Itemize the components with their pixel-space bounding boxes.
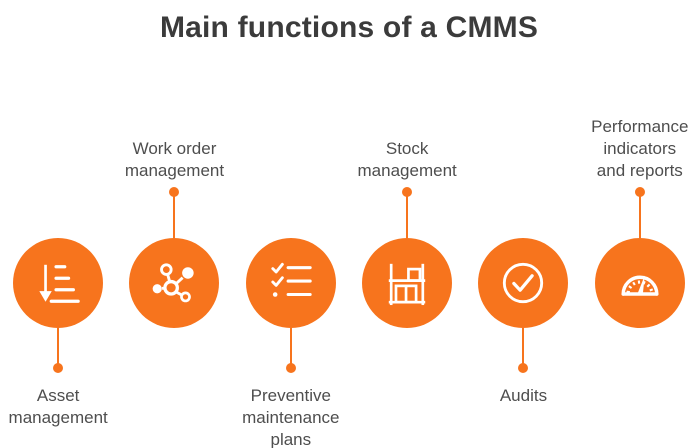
item-stock-management: Stock management xyxy=(349,108,465,448)
asset-management-circle xyxy=(13,238,104,328)
warehouse-shelf-icon xyxy=(388,263,426,306)
connector-line xyxy=(289,328,292,368)
item-asset-management: Asset management xyxy=(0,108,116,448)
connector-line xyxy=(57,328,60,368)
connector-line xyxy=(522,328,525,368)
connector-dot xyxy=(518,363,529,373)
item-label: Stock management xyxy=(357,139,457,180)
item-label: Audits xyxy=(499,386,548,405)
work-order-circle xyxy=(129,238,220,328)
item-preventive-maintenance: Preventive maintenance plans xyxy=(233,108,349,448)
connector-dot xyxy=(53,363,64,373)
sort-descending-icon xyxy=(39,264,80,303)
item-label: Asset management xyxy=(8,386,108,427)
connector-line xyxy=(406,192,409,238)
page-title: Main functions of a CMMS xyxy=(159,11,539,44)
item-label: Performance indicators and reports xyxy=(591,117,689,180)
performance-circle xyxy=(594,238,685,328)
preventive-maintenance-circle xyxy=(245,238,336,328)
connector-line xyxy=(638,192,641,238)
item-label: Preventive maintenance plans xyxy=(242,386,340,448)
item-audits: Audits xyxy=(465,108,581,448)
stock-management-circle xyxy=(362,238,453,328)
gauge-icon xyxy=(621,275,659,296)
connector-line xyxy=(173,192,176,238)
network-nodes-icon xyxy=(153,263,195,303)
connector-dot xyxy=(285,363,296,373)
check-circle-icon xyxy=(503,262,544,304)
item-work-order-management: Work order management xyxy=(116,108,232,448)
item-label: Work order management xyxy=(124,139,225,180)
checklist-icon xyxy=(271,262,312,297)
audits-circle xyxy=(478,238,569,328)
item-performance-indicators: Performance indicators and reports xyxy=(582,108,698,448)
functions-row: Asset management Work order management xyxy=(0,108,698,448)
